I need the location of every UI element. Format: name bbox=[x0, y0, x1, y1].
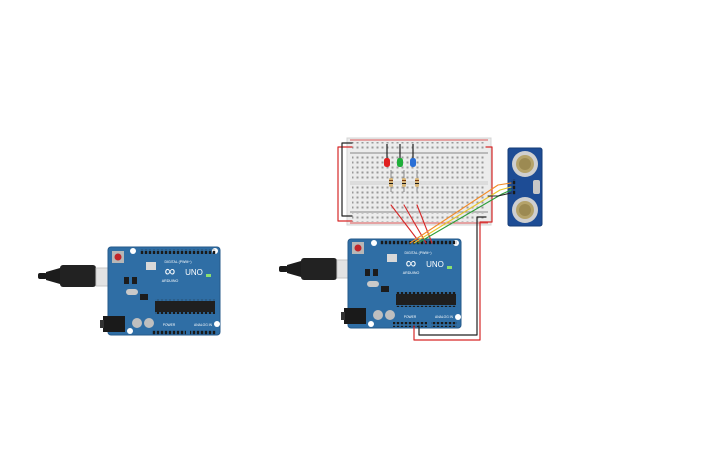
reset-button-icon[interactable] bbox=[112, 251, 124, 263]
uno-label: UNO bbox=[426, 260, 444, 269]
arduino-logo: ∞ UNO ARDUINO bbox=[403, 255, 444, 275]
digital-header-label: DIGITAL (PWM~) bbox=[404, 251, 431, 255]
power-header-label: POWER bbox=[404, 315, 417, 319]
arduino-logo: ∞ UNO ARDUINO bbox=[162, 263, 203, 283]
wire-red-left bbox=[337, 146, 353, 222]
wire-yellow-echo bbox=[413, 186, 512, 244]
chip-icon bbox=[155, 299, 215, 314]
analog-header[interactable] bbox=[190, 330, 216, 335]
chip-icon bbox=[396, 292, 456, 307]
power-jack-icon[interactable] bbox=[100, 316, 125, 332]
ultrasonic-sensor[interactable] bbox=[507, 147, 543, 227]
uno-label: UNO bbox=[185, 268, 203, 277]
digital-header[interactable] bbox=[140, 249, 216, 254]
analog-header[interactable] bbox=[431, 322, 457, 327]
wire-black-sensor bbox=[487, 192, 512, 197]
arduino-brand-label: ARDUINO bbox=[162, 279, 179, 283]
led-red[interactable] bbox=[384, 144, 390, 167]
resistor-3[interactable] bbox=[415, 170, 419, 192]
power-header[interactable] bbox=[152, 330, 186, 335]
analog-header-label: ANALOG IN bbox=[435, 315, 454, 319]
wire-black-left bbox=[341, 142, 353, 217]
power-header-label: POWER bbox=[163, 323, 176, 327]
wire-black-gnd bbox=[418, 216, 487, 336]
led-blue[interactable] bbox=[410, 144, 416, 167]
resistor-1[interactable] bbox=[389, 170, 393, 192]
arduino-uno-1[interactable]: DIGITAL (PWM~) ∞ UNO ARDUINO bbox=[38, 246, 221, 336]
wire-green-echo bbox=[417, 189, 512, 244]
power-led bbox=[206, 274, 211, 277]
analog-header-label: ANALOG IN bbox=[194, 323, 213, 327]
wires[interactable] bbox=[337, 142, 512, 341]
arduino-uno-2[interactable]: DIGITAL (PWM~) ∞ UNO ARDUINO POWER ANALO… bbox=[279, 238, 462, 329]
resistor-2[interactable] bbox=[402, 170, 406, 192]
logo-symbol: ∞ bbox=[165, 263, 176, 280]
reset-button-icon[interactable] bbox=[352, 242, 364, 254]
wire-red-power bbox=[413, 146, 493, 341]
led-green[interactable] bbox=[397, 144, 403, 167]
wire-red-signal-2 bbox=[403, 204, 427, 244]
power-header[interactable] bbox=[393, 322, 427, 327]
power-jack-icon[interactable] bbox=[341, 308, 366, 324]
digital-header-label: DIGITAL (PWM~) bbox=[164, 260, 191, 264]
logo-symbol: ∞ bbox=[406, 255, 417, 272]
wire-red-signal-1 bbox=[390, 204, 421, 244]
power-led bbox=[447, 266, 452, 269]
arduino-brand-label: ARDUINO bbox=[403, 271, 420, 275]
wire-orange-trig bbox=[409, 182, 512, 244]
